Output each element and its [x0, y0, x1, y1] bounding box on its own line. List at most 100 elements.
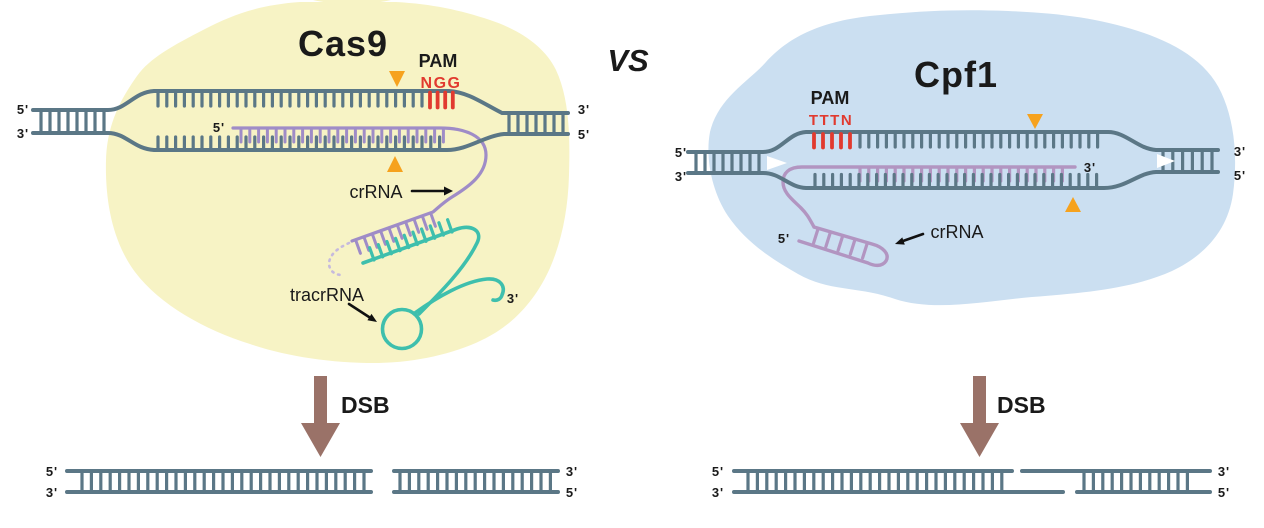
- basepair-tick: [385, 239, 393, 256]
- basepair-tick: [860, 242, 869, 260]
- cas9-crrna-basepair-ticks: [239, 128, 445, 144]
- cpf1-cut-site-triangle-bottom: [1065, 197, 1081, 212]
- basepair-tick: [848, 238, 857, 256]
- cpf1-left-duplex-rungs: [694, 150, 761, 175]
- cpf1-dna-right-3prime: 3': [1234, 144, 1246, 159]
- basepair-tick: [446, 218, 454, 234]
- cas9-pam-label: PAM: [419, 51, 458, 71]
- cas9-tracrrna-tail: [413, 277, 505, 315]
- basepair-tick: [376, 242, 385, 259]
- cas9-crrna-strand: [231, 126, 488, 243]
- cpf1-cut-left-5prime: 5': [712, 464, 724, 479]
- cas9-cut-dna-left-rungs: [80, 469, 366, 494]
- cas9-cut-right-3prime: 3': [566, 464, 578, 479]
- cas9-cut-dna: 5' 3' 3' 5': [46, 464, 578, 500]
- cpf1-dna-right-5prime: 5': [1234, 168, 1246, 183]
- cpf1-right-fork-wedge: [1157, 154, 1175, 168]
- cpf1-dna-top-strand: [686, 130, 1220, 154]
- basepair-tick: [811, 227, 820, 245]
- cas9-dna-bottom-strand: [31, 131, 570, 152]
- vs-label: VS: [607, 43, 649, 78]
- basepair-tick: [368, 246, 376, 262]
- cpf1-dna-left-5prime: 5': [675, 145, 687, 160]
- cpf1-left-fork-wedge: [767, 156, 787, 170]
- cas9-dna-right-3prime: 3': [578, 102, 590, 117]
- cas9-tracrrna-arrow: [347, 302, 371, 319]
- basepair-tick: [371, 233, 379, 249]
- basepair-tick: [420, 227, 428, 243]
- cas9-dna-right-5prime: 5': [578, 127, 590, 142]
- cas9-cut-left-3prime: 3': [46, 485, 58, 500]
- cpf1-cut-right-5prime: 5': [1218, 485, 1230, 500]
- basepair-tick: [362, 236, 371, 252]
- cpf1-title: Cpf1: [914, 54, 998, 95]
- cas9-protein-blob-top-lobe: [313, 0, 391, 4]
- cpf1-pam-label: PAM: [811, 88, 850, 108]
- cas9-tracrrna-loop: [380, 307, 424, 351]
- cpf1-dsb-label: DSB: [997, 392, 1046, 418]
- cas9-right-duplex-rungs: [507, 111, 565, 136]
- cas9-crrna-label: crRNA: [350, 182, 403, 202]
- basepair-tick: [428, 224, 437, 240]
- cpf1-cut-dna-left-rungs: [746, 469, 1004, 494]
- cas9-pam-sequence: NGG: [421, 75, 462, 92]
- cas9-dsb-arrow: [301, 376, 340, 457]
- cas9-tracrrna-arrowhead: [367, 313, 377, 322]
- cpf1-panel: Cpf1 PAM TTTN 5' 3' 3' 5' 3' 5' crRNA DS…: [675, 10, 1246, 500]
- cpf1-crrna-arrowhead: [895, 237, 905, 245]
- cas9-left-duplex-rungs: [39, 108, 106, 135]
- basepair-tick: [394, 236, 402, 253]
- basepair-tick: [411, 230, 419, 247]
- basepair-tick: [421, 215, 429, 231]
- cas9-crrna-arrowhead: [444, 186, 453, 196]
- cas9-cut-right-5prime: 5': [566, 485, 578, 500]
- cas9-cut-site-triangle-top: [389, 71, 405, 87]
- cas9-dna-left-5prime: 5': [17, 102, 29, 117]
- cas9-tracrrna-3prime: 3': [507, 291, 519, 306]
- cas9-cut-left-5prime: 5': [46, 464, 58, 479]
- basepair-tick: [429, 212, 437, 228]
- cpf1-cut-left-3prime: 3': [712, 485, 724, 500]
- cas9-pam-ticks: [428, 90, 455, 110]
- basepair-tick: [404, 221, 412, 237]
- cas9-bottom-strand-ticks: [156, 135, 442, 152]
- cas9-dna-top-strand: [31, 89, 570, 115]
- cpf1-bottom-strand-ticks: [813, 172, 1099, 190]
- basepair-tick: [379, 230, 387, 246]
- cpf1-protein-blob: [708, 10, 1236, 306]
- cas9-crrna-5prime: 5': [213, 120, 225, 135]
- cpf1-crrna-label: crRNA: [931, 222, 984, 242]
- cpf1-top-strand-ticks: [858, 132, 1100, 149]
- cas9-dsb-label: DSB: [341, 392, 390, 418]
- cas9-panel: Cas9 PAM NGG 5' 3' 3' 5' 5' crRNA tracrR…: [17, 0, 590, 500]
- cas9-tracrrna-label: tracrRNA: [290, 285, 364, 305]
- cas9-top-strand-ticks: [156, 91, 424, 108]
- cas9-tracrrna-strand: [361, 225, 481, 316]
- cpf1-crrna-3prime: 3': [1084, 160, 1096, 175]
- basepair-tick: [412, 218, 421, 234]
- basepair-tick: [824, 231, 832, 249]
- basepair-tick: [437, 221, 445, 237]
- basepair-tick: [354, 239, 362, 255]
- cpf1-crrna-5prime: 5': [778, 231, 790, 246]
- cpf1-cut-right-3prime: 3': [1218, 464, 1230, 479]
- cpf1-dsb-arrow: [960, 376, 999, 457]
- cpf1-crrna-arrow: [901, 232, 925, 243]
- cas9-cut-dna-right-rungs: [398, 469, 553, 494]
- cas9-cut-site-triangle-bottom: [387, 156, 403, 172]
- cpf1-cut-dna: 5' 3' 3' 5': [712, 464, 1230, 500]
- cas9-tracrrna-antirepeat-ticks: [368, 218, 454, 262]
- cpf1-crrna-hairpin-rungs: [811, 227, 869, 260]
- basepair-tick: [836, 234, 845, 253]
- cas9-crrna-repeat-ticks: [354, 212, 437, 255]
- cpf1-dna-left-3prime: 3': [675, 169, 687, 184]
- cas9-title: Cas9: [298, 23, 388, 64]
- cpf1-cut-dna-right-rungs: [1082, 469, 1190, 494]
- cpf1-cut-site-triangle-top: [1027, 114, 1043, 129]
- cas9-dna-left-3prime: 3': [17, 126, 29, 141]
- basepair-tick: [387, 227, 396, 243]
- cpf1-pam-ticks: [812, 132, 852, 150]
- basepair-tick: [396, 224, 404, 240]
